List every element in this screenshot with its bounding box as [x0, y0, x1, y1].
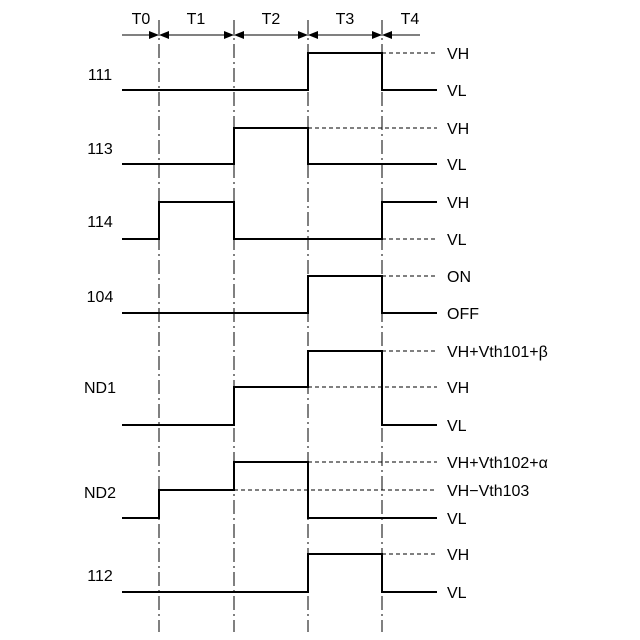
period-dividers [159, 20, 382, 632]
signal-label: ND2 [84, 485, 116, 502]
period-label-t3: T3 [336, 11, 355, 28]
level-label-low: VL [447, 157, 467, 174]
signal-112: 112 VH VL [87, 547, 469, 602]
period-label-t1: T1 [187, 11, 206, 28]
period-label-t0: T0 [132, 11, 151, 28]
signal-nd2: ND2 VH+Vth102+α VH−Vth103 VL [84, 455, 548, 528]
signal-111: 111 VH VL [88, 46, 469, 100]
arrowhead-t3-right [372, 31, 382, 39]
signal-label: 112 [87, 568, 113, 585]
level-label-boost: VH+Vth102+α [447, 455, 548, 472]
level-label-mid: VH−Vth103 [447, 483, 529, 500]
period-label-t4: T4 [401, 11, 420, 28]
signal-nd1: ND1 VH+Vth101+β VH VL [84, 344, 548, 435]
arrowhead-t1-left [159, 31, 169, 39]
level-label-low: VL [447, 232, 467, 249]
signal-113: 113 VH VL [87, 121, 469, 174]
signal-label: 111 [88, 67, 112, 84]
signal-114: 114 VH VL [87, 195, 469, 249]
arrowhead-t2-left [234, 31, 244, 39]
arrowhead-t1-right [224, 31, 234, 39]
level-label-low: VL [447, 585, 467, 602]
waveform [122, 276, 437, 313]
level-label-low: VL [447, 511, 467, 528]
signal-label: ND1 [84, 380, 116, 397]
level-label-low: VL [447, 83, 467, 100]
level-label-on: ON [447, 269, 471, 286]
level-label-high: VH [447, 547, 469, 564]
signal-label: 114 [87, 214, 113, 231]
arrowhead-t4-left [382, 31, 392, 39]
period-label-t2: T2 [262, 11, 281, 28]
level-label-low: VL [447, 418, 467, 435]
arrowhead-t0-right [149, 31, 159, 39]
waveform [122, 128, 437, 164]
signal-label: 104 [87, 289, 114, 306]
waveform [122, 202, 437, 239]
period-header: T0 T1 T2 T3 T4 [122, 11, 420, 39]
arrowhead-t2-right [298, 31, 308, 39]
signal-label: 113 [87, 141, 113, 158]
waveform [122, 351, 437, 425]
waveform [122, 53, 437, 90]
level-label-boost: VH+Vth101+β [447, 344, 548, 361]
waveform [122, 554, 437, 592]
level-label-high: VH [447, 195, 469, 212]
level-label-high: VH [447, 121, 469, 138]
arrowhead-t3-left [308, 31, 318, 39]
signal-104: 104 ON OFF [87, 269, 480, 323]
level-label-off: OFF [447, 306, 479, 323]
level-label-high: VH [447, 380, 469, 397]
level-label-high: VH [447, 46, 469, 63]
